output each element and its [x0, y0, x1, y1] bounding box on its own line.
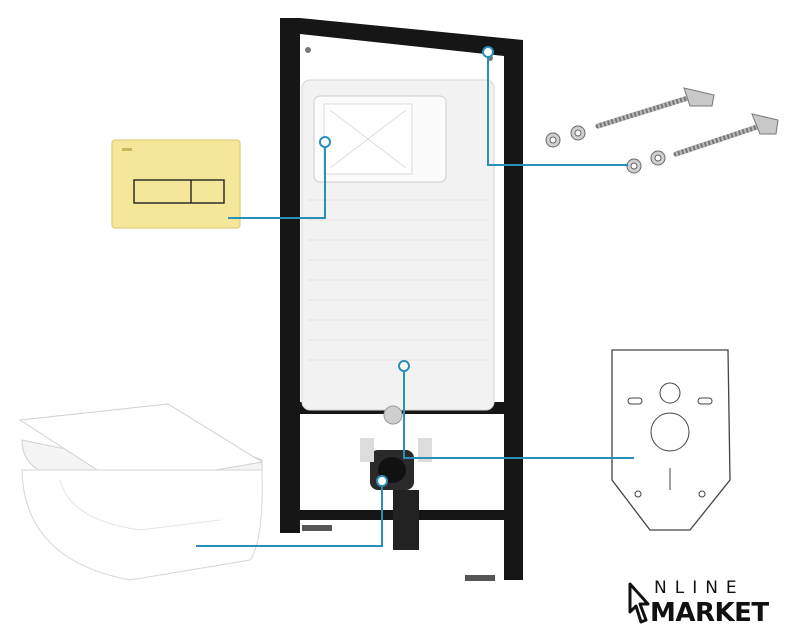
mounting-bolts	[545, 87, 779, 174]
flush-button-plate	[111, 139, 241, 229]
brand-line1: NLINE	[654, 578, 745, 598]
callout-dots	[319, 46, 494, 487]
drain-pipe	[360, 438, 432, 550]
wall-hung-toilet	[18, 403, 264, 581]
cursor-arrow-icon	[628, 582, 650, 624]
brand-line2: MARKET	[650, 598, 769, 628]
brand-logo: NLINE MARKET	[628, 578, 788, 634]
cistern	[301, 79, 495, 425]
sound-insulation-pad	[611, 349, 731, 531]
callout-lines	[196, 55, 634, 547]
